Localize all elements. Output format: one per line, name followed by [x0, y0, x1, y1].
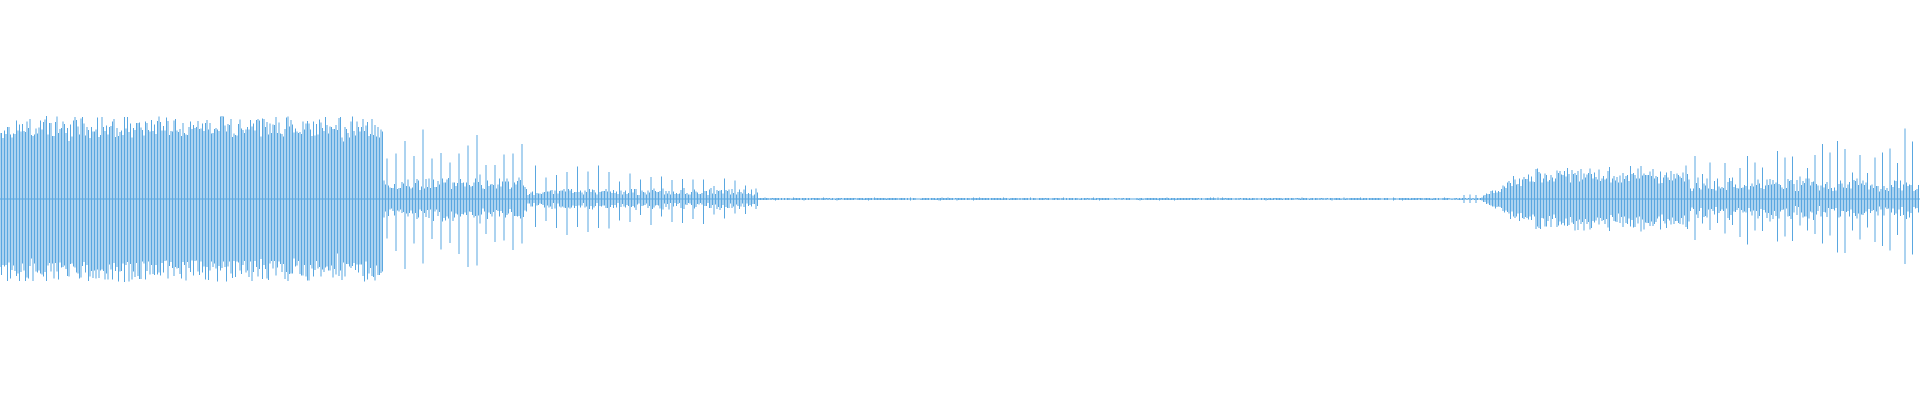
waveform-bars — [0, 116, 1919, 282]
